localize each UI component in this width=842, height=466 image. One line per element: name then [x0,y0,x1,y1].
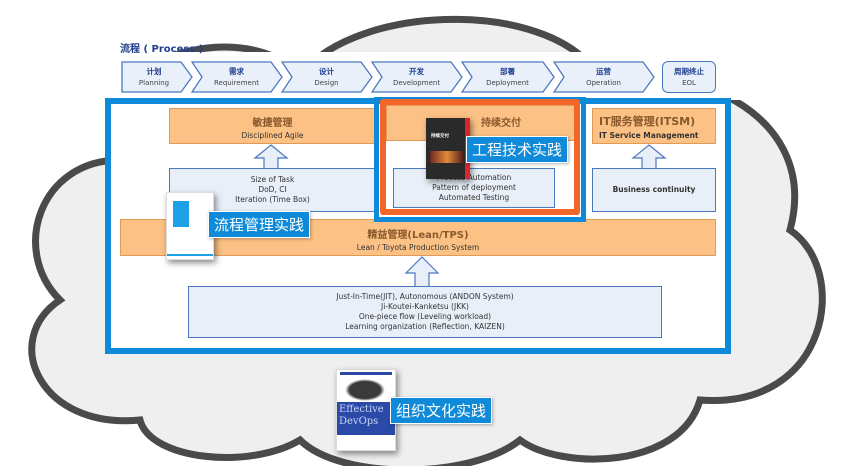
chevron-shape [191,61,283,93]
stage-planning: 计划 Planning [121,61,193,93]
devops-book-title-2: DevOps [339,416,379,427]
lean-title: 精益管理(Lean/TPS) [367,230,469,241]
process-book-cover [166,192,214,260]
itsm-header: IT服务管理(ITSM) IT Service Management [592,108,716,144]
agile-practice: DoD, CI [258,185,287,194]
stage-eol-en: EOL [682,79,696,87]
stage-eol: 周期终止 EOL [662,61,716,93]
agile-practice: Iteration (Time Box) [235,195,310,204]
stage-zh: 需求 [229,67,244,76]
agile-title: 敏捷管理 [252,118,293,129]
stage-zh: 运营 [596,67,611,76]
stage-en: Operation [586,79,621,87]
stage-eol-zh: 周期终止 [674,67,704,76]
cd-practices: Process Automation Pattern of deployment… [393,168,555,208]
tag-process-practice: 流程管理实践 [208,211,311,238]
cd-practice: Pattern of deployment [432,183,516,192]
stage-zh: 部署 [500,67,515,76]
lean-foundation: Ji-Koutei-Kanketsu (JKK) [381,302,469,311]
stage-development: 开发 Development [371,61,463,93]
stage-operation: 运营 Operation [553,61,655,93]
lean-foundation: Just-In-Time(JIT), Autonomous (ANDON Sys… [336,292,514,301]
stage-design: 设计 Design [281,61,373,93]
stage-zh: 开发 [409,67,424,76]
stage-en: Development [392,79,441,87]
chevron-shape [461,61,555,93]
cd-practice: Process Automation [436,173,512,182]
cd-practice: Automated Testing [438,193,510,202]
engineering-highlight-frame [380,99,580,215]
cd-title: 持续交付 [481,118,521,129]
stage-zh: 计划 [146,67,162,76]
agile-practice: Size of Task [250,175,295,184]
chevron-shape [371,61,463,93]
agile-header: 敏捷管理 Disciplined Agile [169,108,376,144]
stage-en: Planning [138,79,170,87]
stage-en: Requirement [213,79,260,87]
stage-en: Deployment [486,79,529,87]
itsm-up-arrow [631,144,667,170]
stage-requirement: 需求 Requirement [191,61,283,93]
chevron-shape [281,61,373,93]
tag-engineering-practice: 工程技术实践 [466,136,569,163]
devops-book-cover: Effective DevOps [336,369,396,451]
agile-up-arrow [253,144,289,170]
chevron-shape [553,61,655,93]
stage-zh: 设计 [319,67,334,76]
itsm-title: IT服务管理(ITSM) [599,115,696,128]
lean-foundation: Learning organization (Reflection, KAIZE… [345,322,505,331]
itsm-practice: Business continuity [612,185,696,194]
cd-book-cover: 持续交付 [426,118,470,179]
lean-subtitle: Lean / Toyota Production System [356,243,480,252]
stage-en: Design [314,79,339,87]
itsm-practices: Business continuity [592,168,716,212]
itsm-subtitle: IT Service Management [599,131,699,140]
lean-up-arrow [404,256,440,288]
process-title: 流程 ( Process ) [120,44,204,55]
cd-book-title: 持续交付 [431,134,449,139]
agile-subtitle: Disciplined Agile [241,131,304,140]
chevron-shape [121,61,193,93]
stage-deployment: 部署 Deployment [461,61,555,93]
lean-foundations: Just-In-Time(JIT), Autonomous (ANDON Sys… [188,286,662,338]
tag-culture-practice: 组织文化实践 [390,397,493,424]
lean-foundation: One-piece flow (Leveling workload) [358,312,492,321]
devops-book-title-1: Effective [339,404,384,415]
yak-illustration [345,379,385,401]
